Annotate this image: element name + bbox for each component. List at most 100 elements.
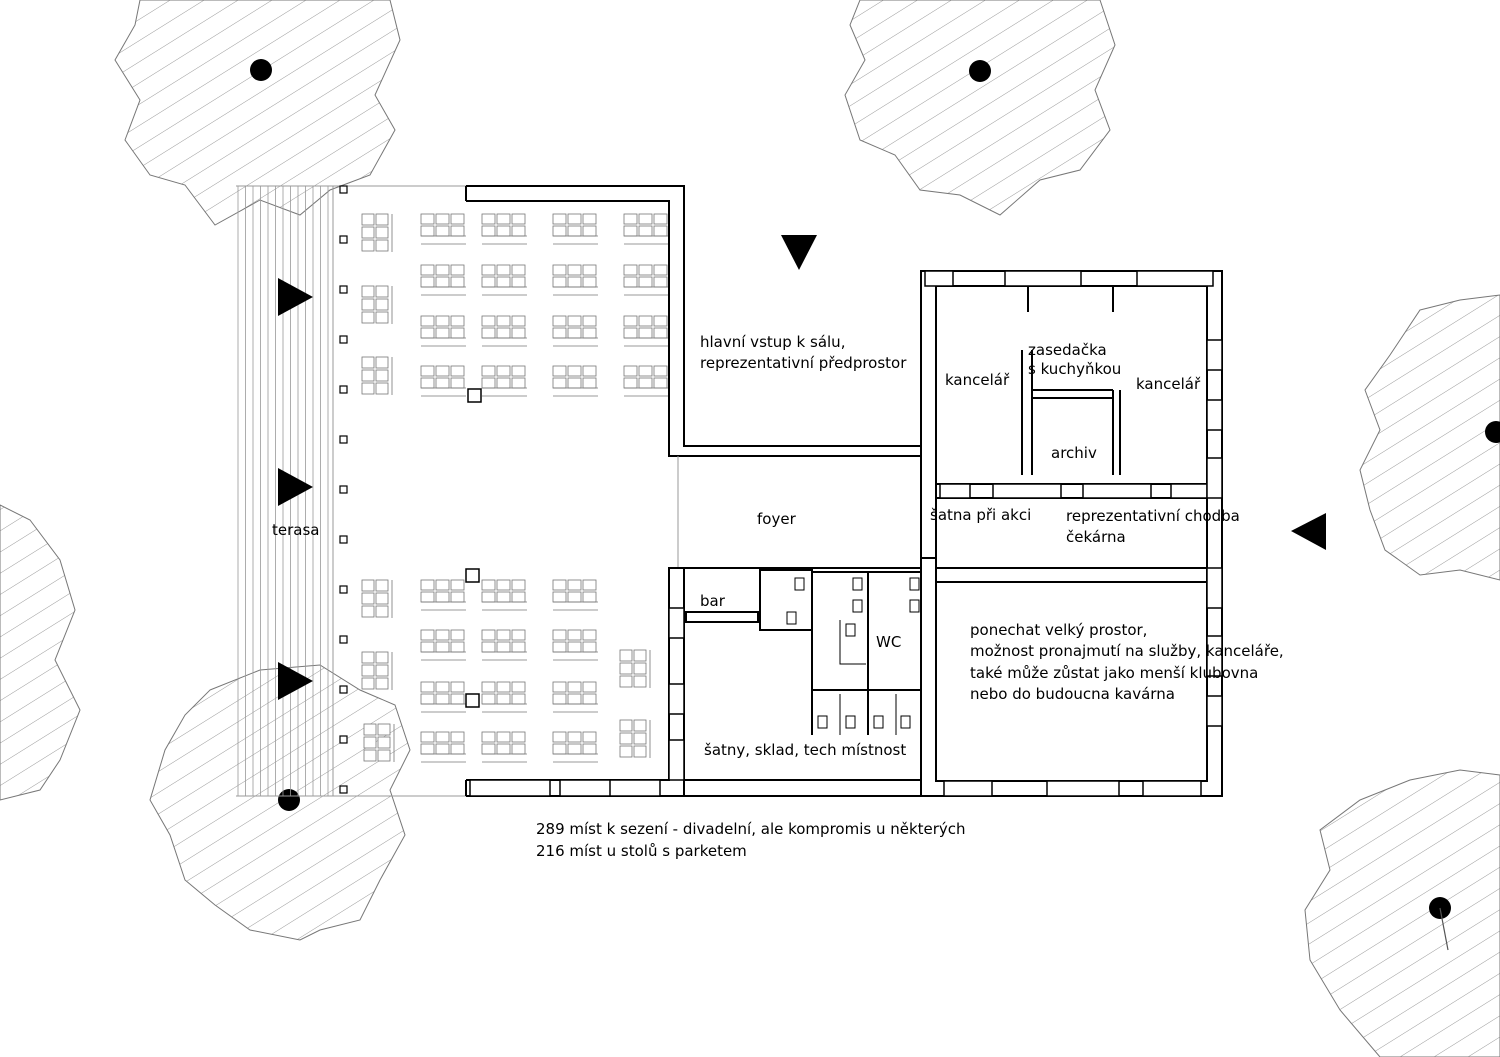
terrace-post <box>339 435 348 444</box>
table-group <box>552 365 598 397</box>
table-group <box>420 629 466 661</box>
window <box>924 270 954 287</box>
column <box>467 388 482 403</box>
terrace-posts <box>339 185 348 794</box>
label-corridor-1: reprezentativní chodba <box>1066 507 1240 525</box>
terrace-post <box>339 285 348 294</box>
terrace-outline <box>236 185 470 797</box>
entrance-arrow-right-icon <box>278 278 313 316</box>
terrace-post <box>339 585 348 594</box>
table-group <box>420 213 466 245</box>
tree-canopy <box>0 504 81 801</box>
note-seats-tables: 216 míst u stolů s parketem <box>536 842 747 860</box>
tree-trunk-dot <box>250 59 272 81</box>
table-group <box>361 651 393 690</box>
window <box>1206 457 1223 499</box>
tree-canopy <box>1359 294 1500 581</box>
table-group <box>623 315 669 347</box>
label-bigroom-3: také může zůstat jako menší klubovna <box>970 664 1258 682</box>
terrace-post <box>339 335 348 344</box>
table-group <box>481 681 527 713</box>
table-group <box>552 731 598 763</box>
window <box>469 779 551 797</box>
window <box>668 607 685 639</box>
table-group <box>623 264 669 296</box>
label-office-left: kancelář <box>945 371 1010 389</box>
tree-canopy <box>1304 769 1500 1057</box>
column <box>465 693 480 708</box>
table-group <box>481 579 527 611</box>
terrace-post <box>339 485 348 494</box>
window <box>1142 780 1202 797</box>
table-group <box>481 315 527 347</box>
table-group <box>363 723 395 762</box>
window <box>1046 780 1120 797</box>
windows <box>469 270 1223 797</box>
label-bigroom-2: možnost pronajmutí na služby, kanceláře, <box>970 642 1284 660</box>
room-labels: terasa hlavní vstup k sálu, reprezentati… <box>272 333 1284 759</box>
window <box>943 780 993 797</box>
label-storage: šatny, sklad, tech místnost <box>704 741 906 759</box>
seating-notes: 289 míst k sezení - divadelní, ale kompr… <box>536 820 966 860</box>
table-group <box>420 579 466 611</box>
label-meeting-1: zasedačka <box>1028 341 1107 359</box>
table-group <box>619 719 651 758</box>
label-archive: archiv <box>1051 444 1097 462</box>
window <box>668 683 685 715</box>
hall-columns <box>465 388 482 708</box>
table-group <box>552 579 598 611</box>
table-group <box>420 264 466 296</box>
table-group <box>552 315 598 347</box>
label-foyer: foyer <box>757 510 797 528</box>
table-group <box>623 365 669 397</box>
terrace-post <box>339 185 348 194</box>
table-group <box>481 264 527 296</box>
entrance-arrow-down-icon <box>781 235 817 270</box>
terrace-post <box>339 685 348 694</box>
entrance-arrows <box>278 235 1326 700</box>
table-group <box>420 365 466 397</box>
window <box>1136 270 1214 287</box>
tree-trunk-dot <box>278 789 300 811</box>
label-cloakroom: šatna při akci <box>930 506 1031 524</box>
table-group <box>619 649 651 688</box>
window <box>939 483 971 499</box>
table-group <box>420 681 466 713</box>
table-group <box>552 213 598 245</box>
label-entry-2: reprezentativní předprostor <box>700 354 907 372</box>
entrance-arrow-right-icon <box>278 468 313 506</box>
window <box>1206 567 1223 609</box>
tree-canopy <box>114 0 401 226</box>
window <box>1206 399 1223 431</box>
window <box>609 779 661 797</box>
label-bigroom-1: ponechat velký prostor, <box>970 621 1147 639</box>
table-group <box>552 264 598 296</box>
label-office-right: kancelář <box>1136 375 1201 393</box>
terrace-post <box>339 635 348 644</box>
table-group <box>481 629 527 661</box>
table-group <box>552 629 598 661</box>
table-group <box>361 213 393 252</box>
table-group <box>623 213 669 245</box>
window <box>1206 695 1223 727</box>
window <box>1206 339 1223 371</box>
label-meeting-2: s kuchyňkou <box>1028 360 1121 378</box>
table-group <box>361 285 393 324</box>
table-group <box>361 579 393 618</box>
table-group <box>361 356 393 395</box>
window <box>1082 483 1152 499</box>
tree-canopy <box>149 664 411 941</box>
table-group <box>420 731 466 763</box>
label-entry-1: hlavní vstup k sálu, <box>700 333 845 351</box>
entrance-arrow-right-icon <box>278 662 313 700</box>
terrace-post <box>339 735 348 744</box>
terrace-post <box>339 785 348 794</box>
tree-trunk-dot <box>969 60 991 82</box>
table-group <box>481 731 527 763</box>
table-group <box>481 365 527 397</box>
label-corridor-2: čekárna <box>1066 528 1126 546</box>
label-bar: bar <box>700 592 726 610</box>
